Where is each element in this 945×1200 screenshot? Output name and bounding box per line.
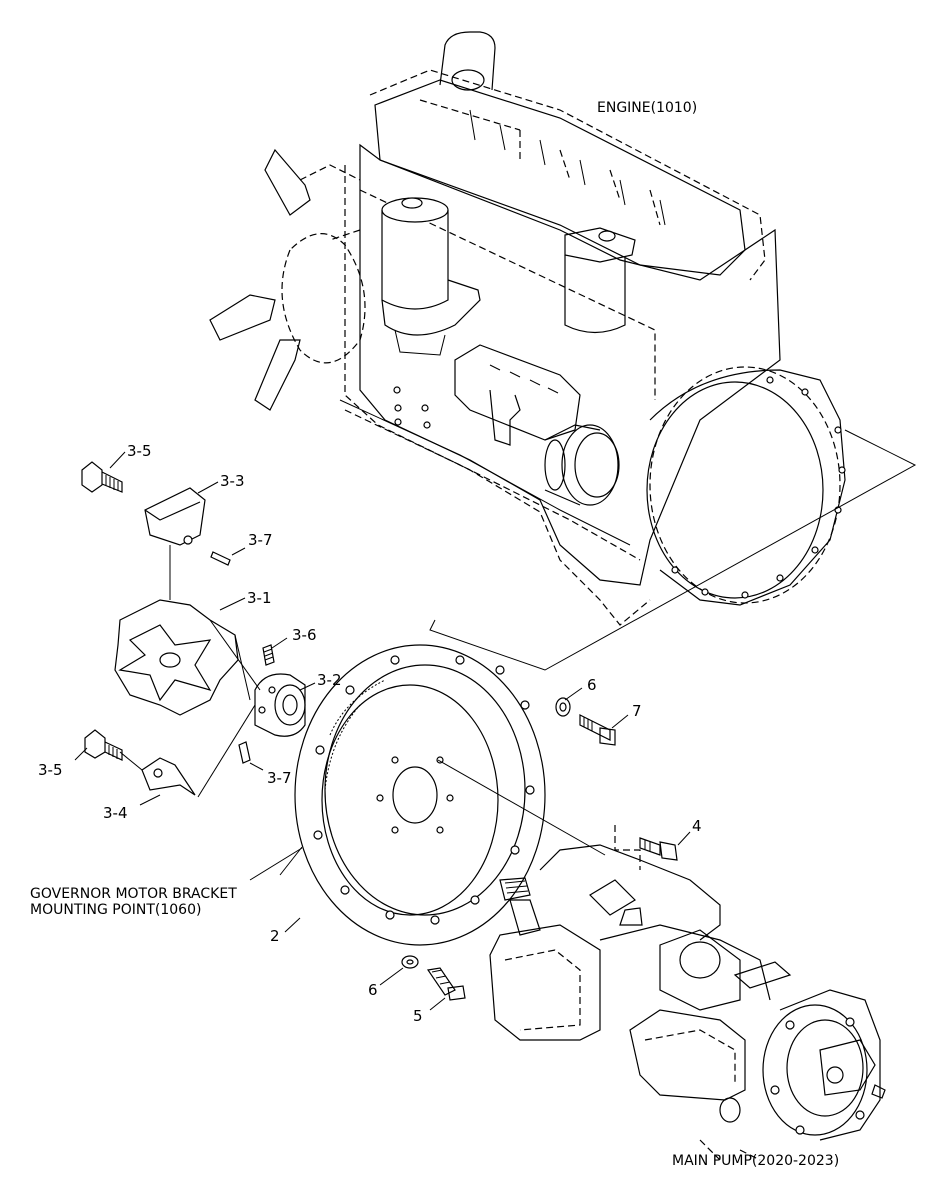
label-part-3-3: 3-3 — [220, 472, 245, 490]
engine-drawing — [209, 31, 917, 671]
label-part-3-6: 3-6 — [292, 626, 317, 644]
label-part-3-1: 3-1 — [247, 589, 272, 607]
label-part-2: 2 — [270, 927, 280, 945]
label-part-6-bottom: 6 — [368, 981, 378, 999]
label-part-3-7-top: 3-7 — [248, 531, 273, 549]
label-part-7: 7 — [632, 702, 642, 720]
label-part-4: 4 — [692, 817, 702, 835]
label-governor-bracket: GOVERNOR MOTOR BRACKET MOUNTING POINT(10… — [30, 886, 237, 918]
label-part-3-2: 3-2 — [317, 671, 342, 689]
label-part-6-top: 6 — [587, 676, 597, 694]
main-pump-drawing — [489, 825, 886, 1161]
label-part-3-7-bottom: 3-7 — [267, 769, 292, 787]
flywheel-drawing — [279, 644, 606, 946]
fasteners-drawing — [401, 697, 678, 1001]
label-part-3-4: 3-4 — [103, 804, 128, 822]
coupling-drawing — [81, 461, 306, 798]
label-part-3-5-top: 3-5 — [127, 442, 152, 460]
label-part-5: 5 — [413, 1007, 423, 1025]
label-engine: ENGINE(1010) — [597, 100, 698, 116]
label-main-pump: MAIN PUMP(2020-2023) — [672, 1153, 840, 1169]
label-part-3-5-bottom: 3-5 — [38, 761, 63, 779]
label-leaders — [74, 451, 691, 1011]
